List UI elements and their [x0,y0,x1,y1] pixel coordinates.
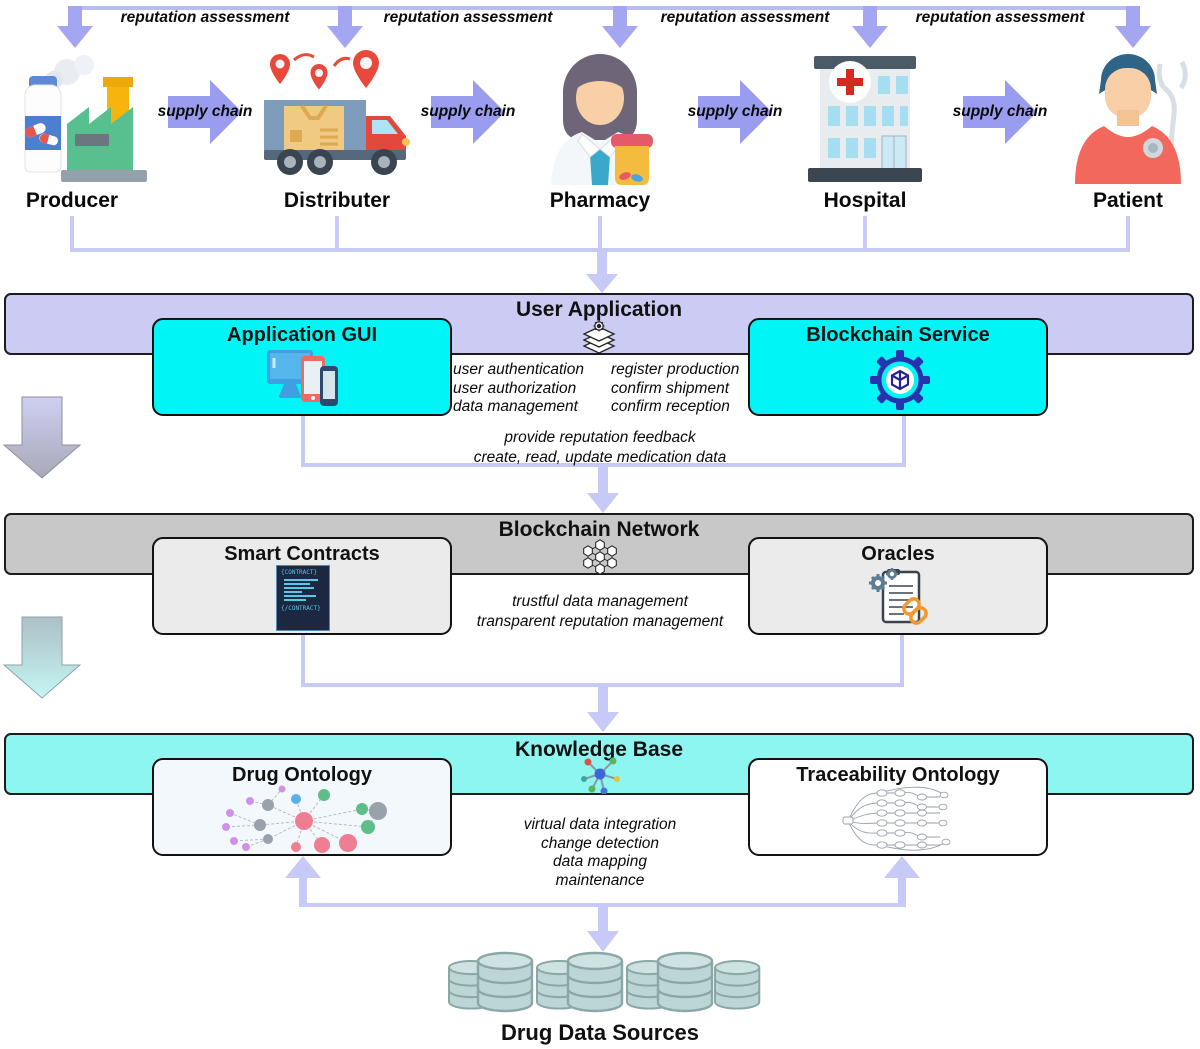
function-item: maintenance [555,871,645,889]
contract-close-tag: {/CONTRACT} [281,605,321,612]
function-item: trustful data management [512,593,688,610]
reputation-label: reputation assessment [120,9,290,26]
actor-label-producer: Producer [25,189,119,212]
patient-icon [1075,54,1188,184]
supply-chain-label: supply chain [157,103,253,120]
gui-functions: user authentication user authorization d… [453,361,607,417]
traceability-ontology-title: Traceability Ontology [796,764,1000,786]
reputation-label: reputation assessment [383,9,553,26]
actor-label-pharmacy: Pharmacy [549,189,651,212]
reputation-label: reputation assessment [915,9,1085,26]
function-item: user authorization [453,379,577,397]
molecule-icon [581,757,620,794]
blockchain-network-title: Blockchain Network [498,518,700,541]
supply-chain-label: supply chain [952,103,1048,120]
reputation-label: reputation assessment [660,9,830,26]
function-item: create, read, update medication data [473,448,727,466]
oracles-title: Oracles [861,543,935,565]
blockchain-functions: trustful data management transparent rep… [400,592,800,631]
actor-label-patient: Patient [1092,189,1163,212]
function-item: data management [453,398,578,415]
function-item: register production [611,361,740,378]
oracle-document-icon [869,568,928,625]
hexagon-network-icon [583,539,617,575]
truck-icon [264,50,410,175]
layers-icon [582,320,616,354]
code-line [284,579,318,581]
drug-ontology-title: Drug Ontology [232,764,372,786]
drug-data-sources-label: Drug Data Sources [500,1020,700,1045]
pharmacist-icon [551,54,653,185]
actor-label-hospital: Hospital [823,189,907,212]
function-item: provide reputation feedback [504,429,696,446]
function-item: virtual data integration [523,816,677,833]
traceability-graph-icon [842,786,951,851]
shared-functions: provide reputation feedback create, read… [400,428,800,467]
code-line [284,595,316,597]
function-item: confirm shipment [611,379,730,397]
service-functions: register production confirm shipment con… [611,361,756,417]
databases-icon [448,951,761,1013]
smart-contracts-title: Smart Contracts [224,543,380,565]
function-item: transparent reputation management [476,612,724,630]
blockchain-service-title: Blockchain Service [806,324,990,346]
function-item: change detection [540,834,660,852]
gear-cube-icon [870,350,930,410]
code-line [284,583,310,585]
devices-icon [267,350,338,406]
knowledge-base-title: Knowledge Base [514,738,684,761]
traceability-ontology-box: Traceability Ontology [748,758,1048,856]
smart-contract-icon: {CONTRACT} {/CONTRACT} [276,565,330,631]
factory-icon [24,55,147,182]
code-line [284,591,302,593]
code-line [284,599,306,601]
hospital-icon [808,56,922,182]
actor-label-distributer: Distributer [283,189,391,212]
application-gui-title: Application GUI [227,324,377,346]
code-line [284,587,314,589]
drug-ontology-box: Drug Ontology [152,758,452,856]
function-item: confirm reception [611,398,730,415]
contract-open-tag: {CONTRACT} [281,569,318,576]
supply-chain-label: supply chain [420,103,516,120]
function-item: user authentication [453,361,584,378]
user-application-title: User Application [515,298,683,321]
supply-chain-label: supply chain [687,103,783,120]
drug-graph-icon [222,785,387,853]
function-item: data mapping [553,853,647,870]
knowledge-functions: virtual data integration change detectio… [400,816,800,890]
